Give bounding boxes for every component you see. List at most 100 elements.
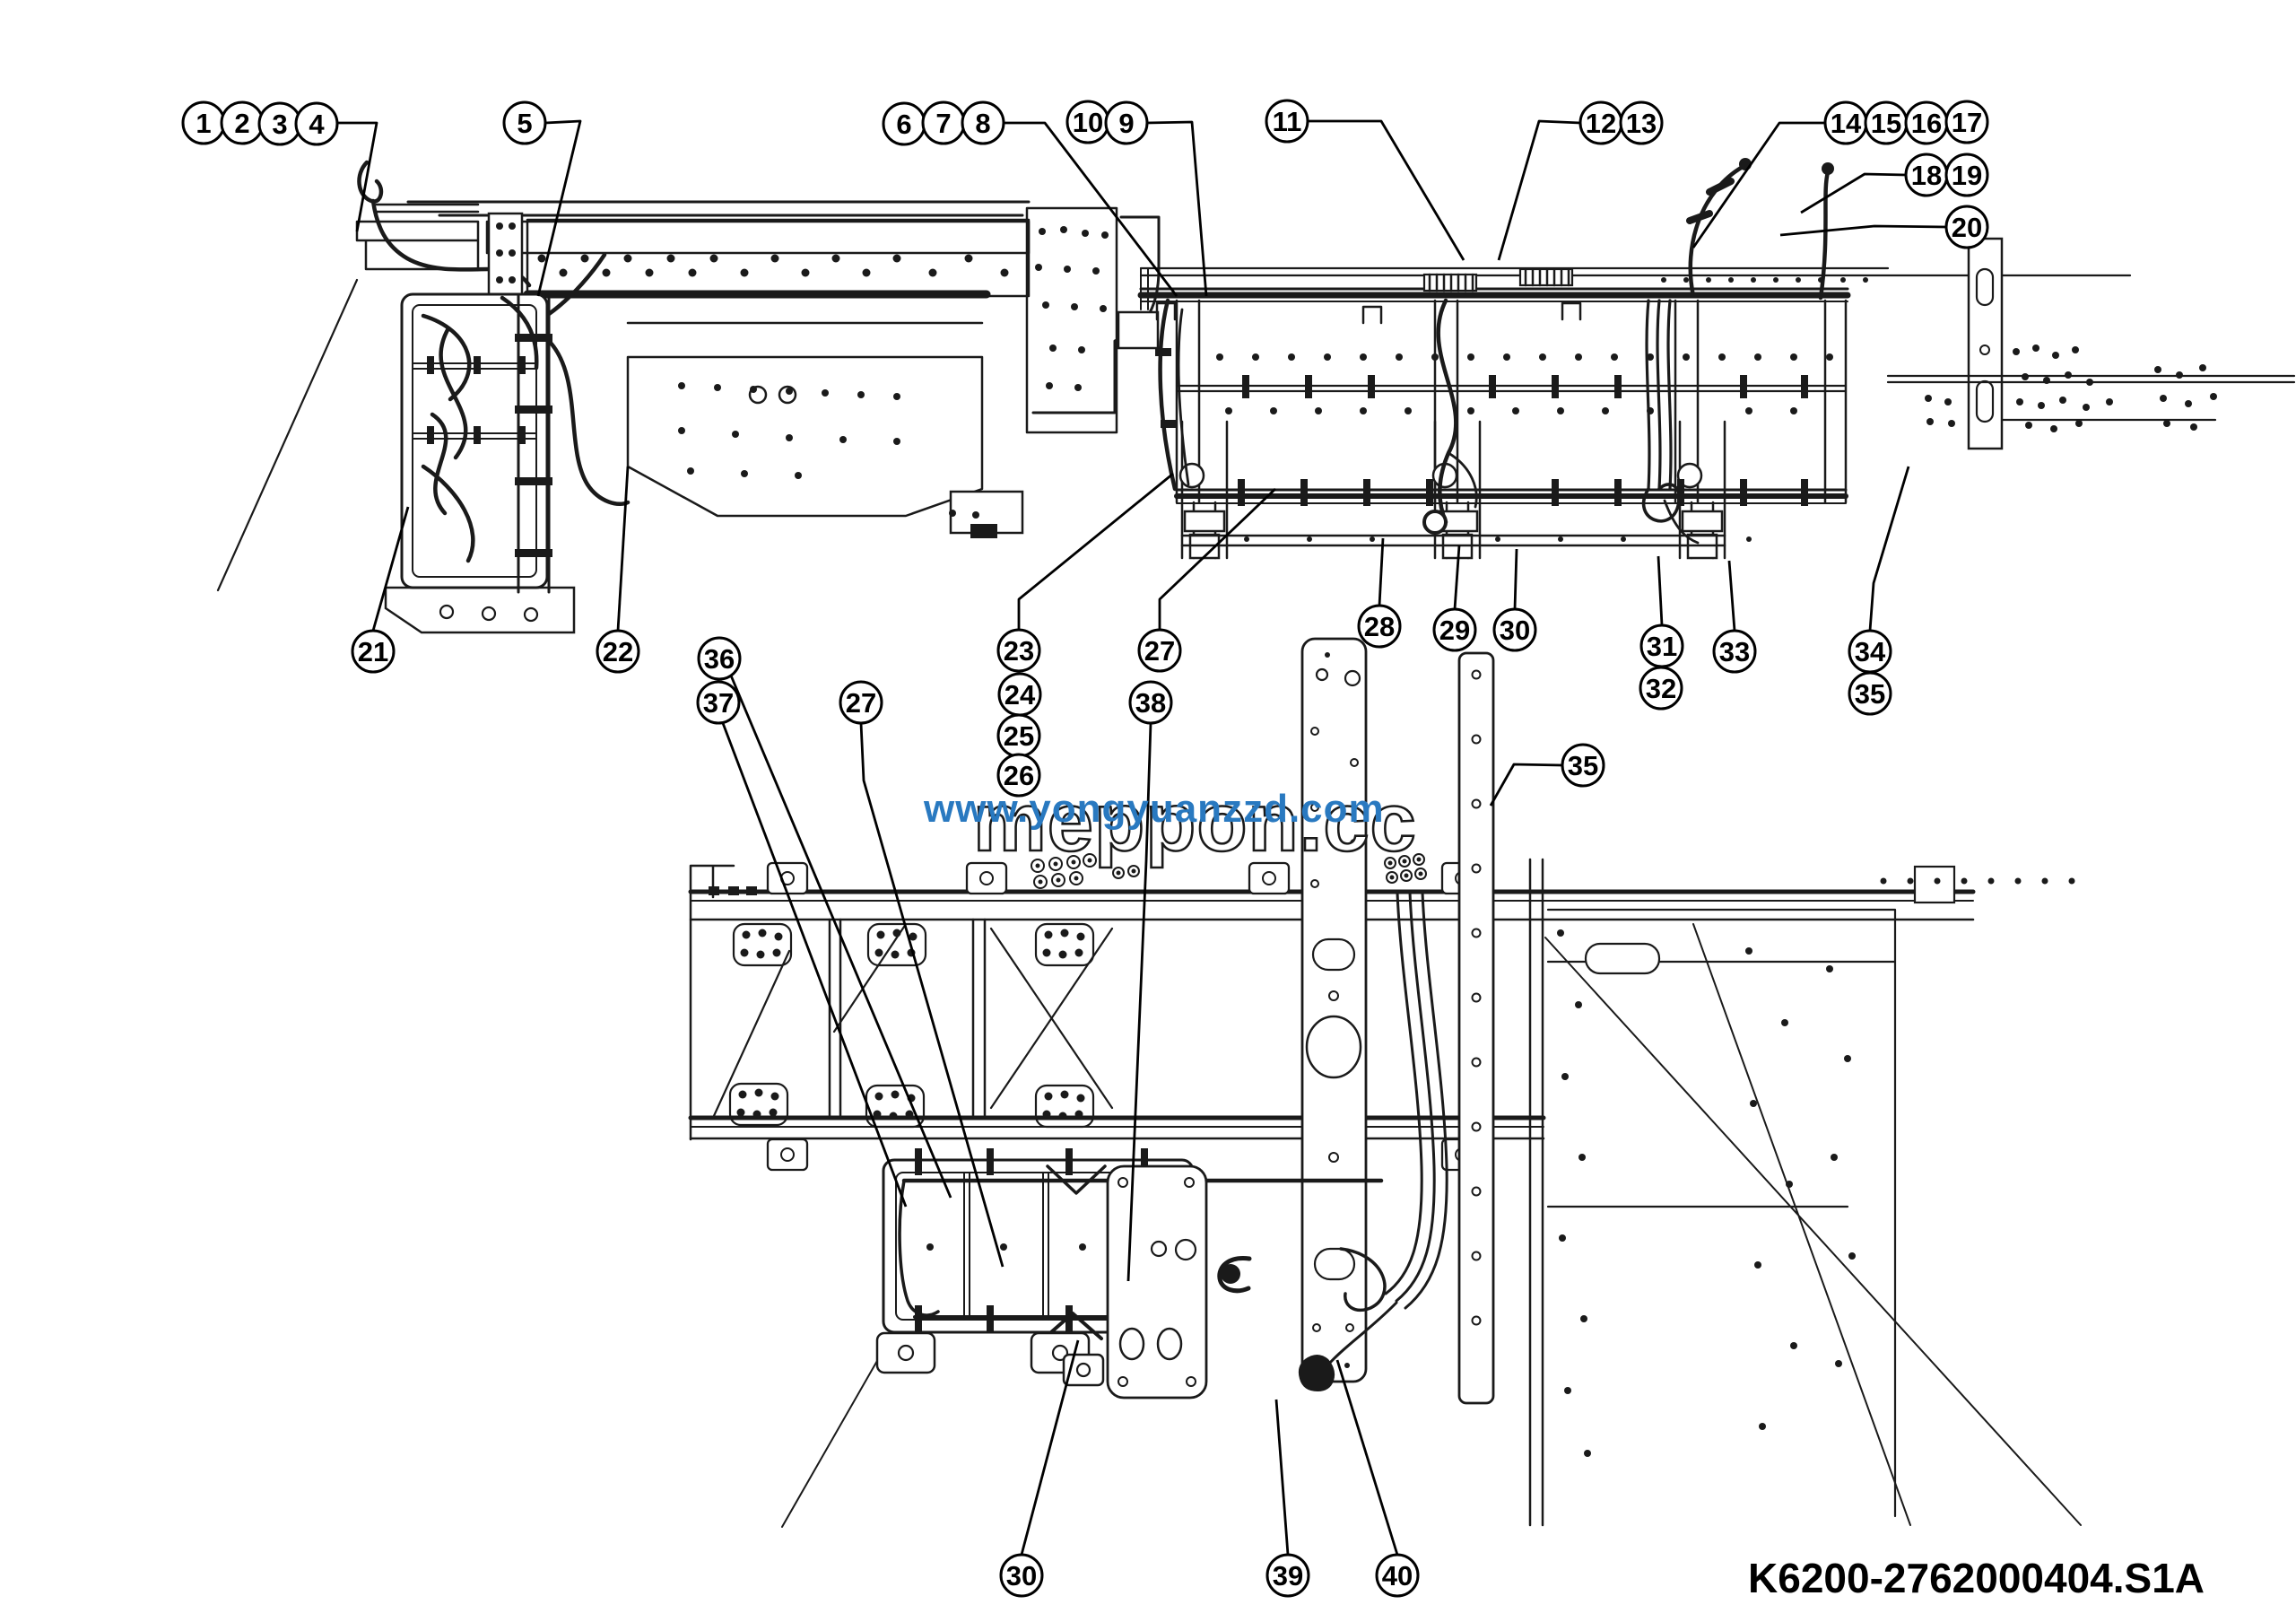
leader-line-30b — [1020, 1339, 1080, 1556]
svg-text:12: 12 — [1586, 108, 1616, 139]
watermark-brand-text: meppon.cc — [973, 777, 1417, 868]
callout-bubble-9: 9 — [1104, 100, 1149, 145]
svg-text:24: 24 — [1004, 679, 1036, 711]
leader-line-27b — [859, 722, 1004, 1268]
leader-line-21 — [371, 506, 410, 632]
callout-bubble-3: 3 — [257, 101, 302, 146]
callout-bubble-13: 13 — [1619, 100, 1664, 145]
svg-text:31: 31 — [1647, 631, 1677, 662]
leader-line-36 — [729, 675, 952, 1199]
leader-line-12 — [1497, 119, 1581, 261]
callout-bubble-34: 34 — [1848, 629, 1892, 674]
callout-bubble-11: 11 — [1265, 99, 1309, 144]
svg-text:15: 15 — [1871, 108, 1901, 139]
leader-line-33 — [1727, 560, 1736, 632]
svg-text:35: 35 — [1568, 750, 1598, 781]
callout-bubble-28: 28 — [1357, 604, 1402, 649]
svg-text:11: 11 — [1273, 106, 1302, 137]
svg-text:26: 26 — [1004, 760, 1034, 791]
svg-text:1: 1 — [196, 108, 211, 139]
svg-text:33: 33 — [1719, 636, 1750, 667]
leader-line-37 — [721, 722, 908, 1208]
leader-line-29 — [1453, 545, 1461, 610]
side-view-rear-frame — [1137, 158, 2296, 560]
svg-text:3: 3 — [272, 109, 287, 140]
callout-bubble-25: 25 — [996, 713, 1041, 758]
leader-line-8 — [1004, 121, 1178, 297]
side-view-front-section — [216, 160, 1161, 634]
leader-line-35b — [1489, 763, 1563, 807]
leader-line-11 — [1308, 119, 1465, 261]
callout-bubble-27b: 27 — [839, 680, 883, 725]
plan-view-chassis — [688, 637, 2082, 1528]
svg-text:6: 6 — [896, 109, 911, 140]
callout-bubble-30b: 30 — [999, 1553, 1044, 1598]
callout-bubble-39: 39 — [1265, 1553, 1310, 1598]
callout-bubble-21: 21 — [351, 629, 396, 674]
callout-bubble-35a: 35 — [1848, 671, 1892, 716]
leader-line-20 — [1779, 224, 1947, 237]
callout-bubble-26: 26 — [996, 753, 1041, 798]
callout-bubble-8: 8 — [961, 100, 1005, 145]
leader-line-40 — [1335, 1359, 1399, 1556]
callout-bubble-19: 19 — [1944, 153, 1989, 197]
svg-text:29: 29 — [1439, 615, 1470, 646]
svg-text:2: 2 — [234, 108, 249, 139]
leader-line-18 — [1800, 172, 1907, 214]
svg-text:40: 40 — [1382, 1560, 1413, 1591]
leader-line-39 — [1274, 1399, 1290, 1556]
callout-bubble-33: 33 — [1712, 629, 1757, 674]
leader-line-27a — [1158, 487, 1276, 630]
svg-text:30: 30 — [1006, 1560, 1037, 1591]
callout-bubble-17: 17 — [1944, 100, 1989, 144]
svg-text:14: 14 — [1831, 108, 1862, 139]
callout-bubble-37: 37 — [696, 680, 741, 725]
callout-bubble-38: 38 — [1128, 680, 1173, 725]
svg-text:30: 30 — [1500, 615, 1530, 646]
svg-text:13: 13 — [1626, 108, 1657, 139]
svg-text:17: 17 — [1952, 107, 1982, 138]
svg-text:25: 25 — [1004, 720, 1034, 752]
svg-text:19: 19 — [1952, 160, 1982, 191]
svg-text:4: 4 — [309, 109, 325, 140]
leader-line-34 — [1868, 466, 1910, 632]
leader-line-30a — [1513, 548, 1518, 610]
svg-text:20: 20 — [1952, 212, 1982, 243]
leader-line-9 — [1145, 120, 1208, 297]
callout-bubble-40: 40 — [1375, 1553, 1420, 1598]
callout-bubble-1: 1 — [181, 100, 226, 145]
callout-bubble-35b: 35 — [1561, 743, 1605, 788]
callout-bubble-16: 16 — [1904, 100, 1949, 145]
callout-bubble-23: 23 — [996, 628, 1041, 673]
svg-text:39: 39 — [1273, 1560, 1303, 1591]
svg-text:18: 18 — [1911, 160, 1942, 191]
callout-bubble-30a: 30 — [1492, 607, 1537, 652]
callout-bubble-27a: 27 — [1137, 628, 1182, 673]
callout-leader-lines — [336, 119, 1947, 1556]
svg-text:8: 8 — [975, 108, 990, 139]
svg-text:35: 35 — [1855, 678, 1885, 710]
callout-bubble-4: 4 — [294, 101, 339, 146]
svg-text:37: 37 — [703, 687, 734, 719]
callout-bubble-6: 6 — [882, 101, 926, 146]
callout-bubble-18: 18 — [1904, 153, 1949, 197]
svg-text:36: 36 — [704, 643, 735, 675]
svg-text:23: 23 — [1004, 635, 1034, 667]
callout-bubble-15: 15 — [1864, 100, 1909, 145]
callout-bubble-31: 31 — [1639, 624, 1684, 668]
svg-text:7: 7 — [935, 108, 951, 139]
leader-line-23 — [1017, 472, 1174, 630]
callout-bubble-24: 24 — [997, 672, 1042, 717]
leader-line-4 — [336, 121, 378, 232]
leader-line-31 — [1657, 555, 1664, 626]
bolt-hole-dots — [496, 222, 2217, 542]
leader-line-14 — [1692, 121, 1825, 249]
callout-bubble-5: 5 — [502, 100, 547, 145]
callout-bubble-14: 14 — [1823, 100, 1868, 145]
svg-text:5: 5 — [517, 108, 532, 139]
svg-text:21: 21 — [358, 636, 388, 667]
leader-line-5 — [536, 119, 582, 297]
